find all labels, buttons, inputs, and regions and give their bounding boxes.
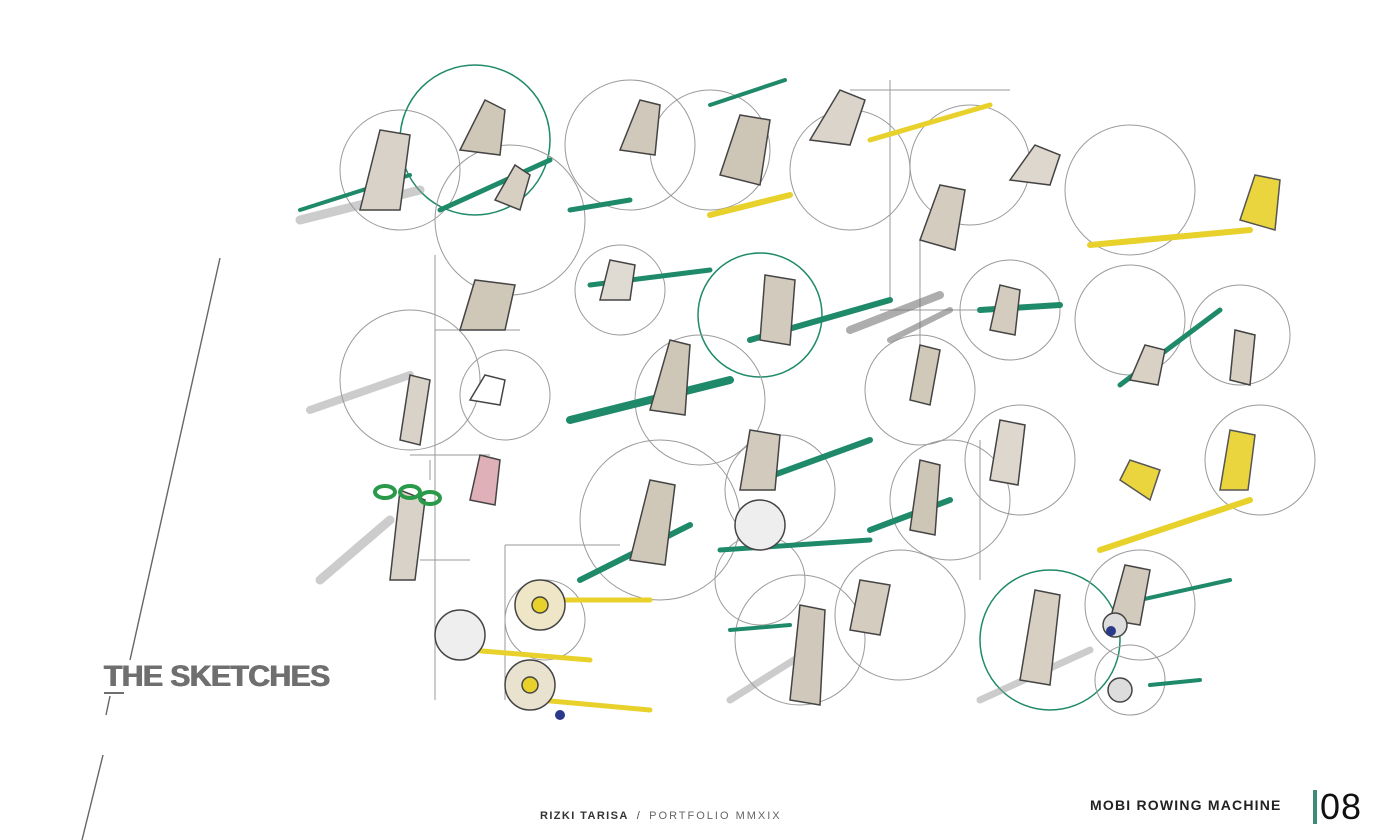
page-title: THE SKETCHES bbox=[104, 660, 330, 693]
footer-credit: RIZKI TARISA / PORTFOLIO MMXIX bbox=[540, 810, 782, 822]
author-name: RIZKI TARISA bbox=[540, 810, 629, 822]
page-number: 08 bbox=[1320, 786, 1363, 827]
portfolio-label: PORTFOLIO MMXIX bbox=[649, 810, 782, 822]
rowing-machine-sketches-illustration bbox=[295, 64, 1316, 720]
project-name: MOBI ROWING MACHINE bbox=[1090, 797, 1282, 813]
page-number-accent-bar bbox=[1313, 790, 1317, 824]
footer-separator: / bbox=[636, 810, 642, 822]
title-underline bbox=[104, 692, 124, 694]
